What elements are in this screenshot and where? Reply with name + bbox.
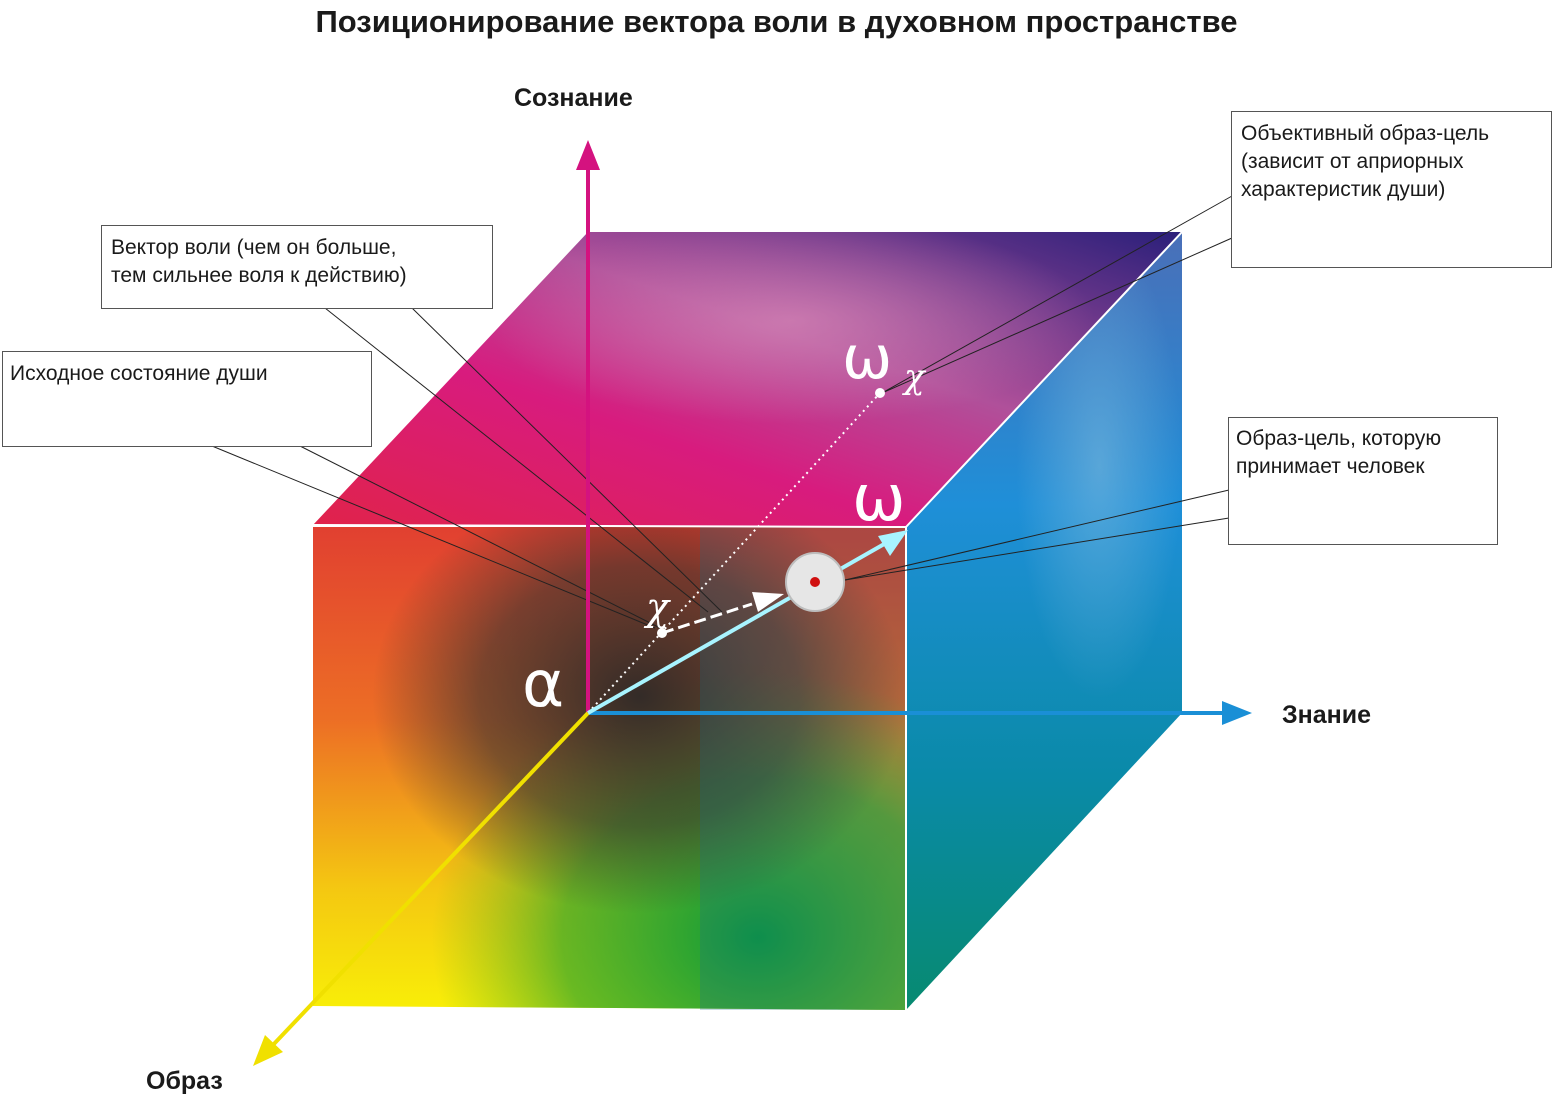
main-vector-arrow [878, 530, 908, 556]
cube-front-right-tint [700, 527, 906, 1010]
callout-leader-lines [211, 195, 1233, 629]
accepted-goal-center [810, 577, 820, 587]
cube-top-highlight [313, 232, 1182, 527]
cube-edges [312, 231, 1183, 1010]
omega-chi-point [875, 388, 885, 398]
knowledge-axis-arrow [1222, 701, 1252, 725]
cube-right-highlight [906, 232, 1182, 1010]
cube-front-dark [313, 527, 906, 1010]
objective-goal-callout-text: Объективный образ-цель (зависит от априо… [1241, 122, 1490, 201]
diagram-title: Позиционирование вектора воли в духовном… [315, 4, 1238, 39]
alpha-label: α [522, 648, 564, 722]
consciousness-axis-arrow [576, 140, 600, 170]
will-vector-callout-box [101, 225, 493, 309]
omega-label: ω [852, 462, 906, 536]
knowledge-axis-label: Знание [1282, 701, 1372, 729]
objective-goal-callout-box [1231, 111, 1552, 268]
consciousness-axis-label: Сознание [514, 84, 633, 112]
initial-state-callout-box [2, 351, 372, 447]
chi-point [657, 628, 667, 638]
image-axis-arrow [253, 1035, 283, 1066]
initial-state-callout-text: Исходное состояние души [10, 362, 268, 385]
objective-vector-dotted [587, 392, 881, 714]
omega-chi-subscript: χ [902, 357, 927, 397]
chi-label: χ [643, 585, 671, 629]
omega-chi-label: ω [842, 323, 892, 393]
image-axis-label: Образ [146, 1067, 223, 1095]
will-vector-arrow [752, 592, 784, 612]
image-axis [270, 711, 590, 1048]
will-vector-callout-text: Вектор воли (чем он больше, тем сильнее … [111, 236, 407, 287]
will-vector-dashed [661, 602, 753, 635]
accepted-goal-callout-box [1228, 417, 1498, 545]
accepted-goal-callout-text: Образ-цель, которую принимает человек [1236, 427, 1442, 478]
